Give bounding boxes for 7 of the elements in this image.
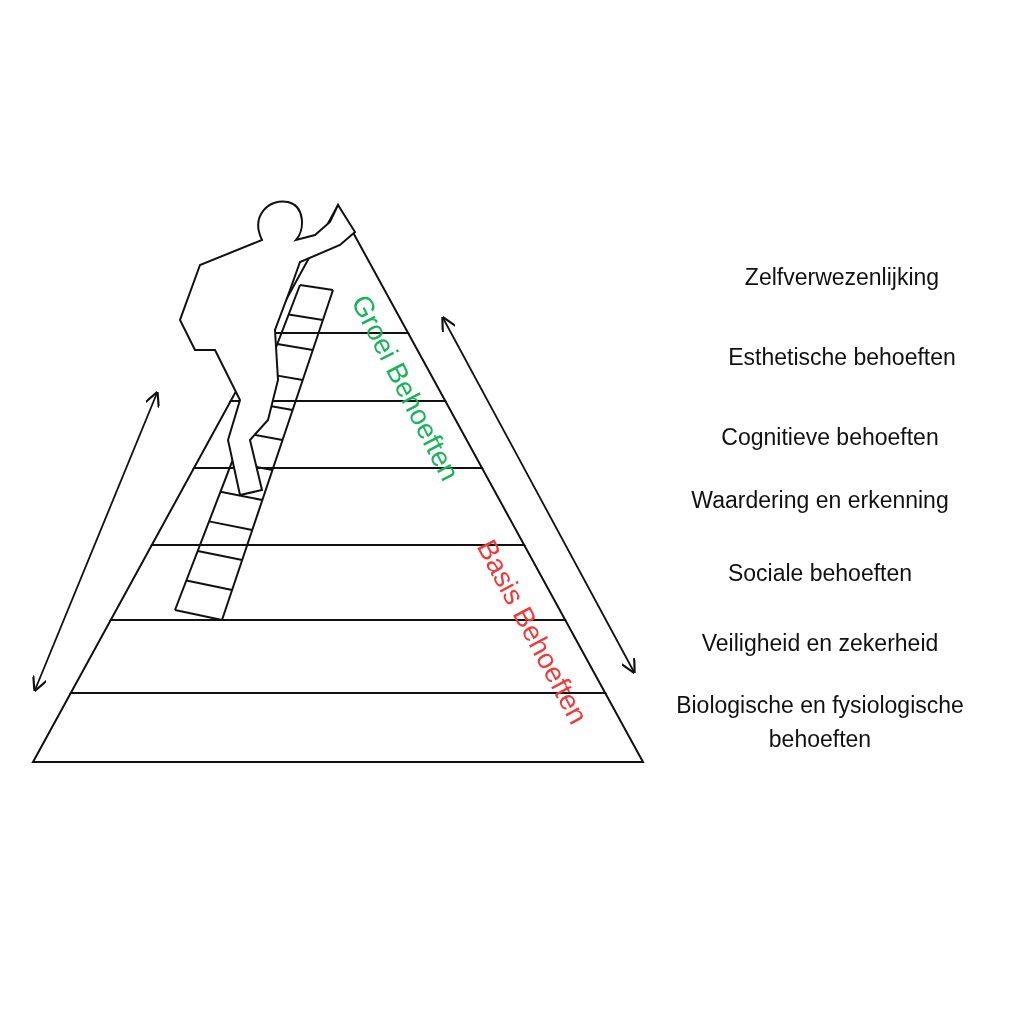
tier-label: Sociale behoeften <box>726 559 914 588</box>
tier-label: Esthetische behoeften <box>727 343 957 372</box>
tier-label: Zelfverwezenlijking <box>743 263 941 292</box>
tier-label: Veiligheid en zekerheid <box>700 629 940 658</box>
tier-label: Waardering en erkenning <box>690 486 950 515</box>
tier-label: Biologische en fysiologische behoeften <box>675 691 965 754</box>
tier-label: Cognitieve behoeften <box>720 423 940 452</box>
